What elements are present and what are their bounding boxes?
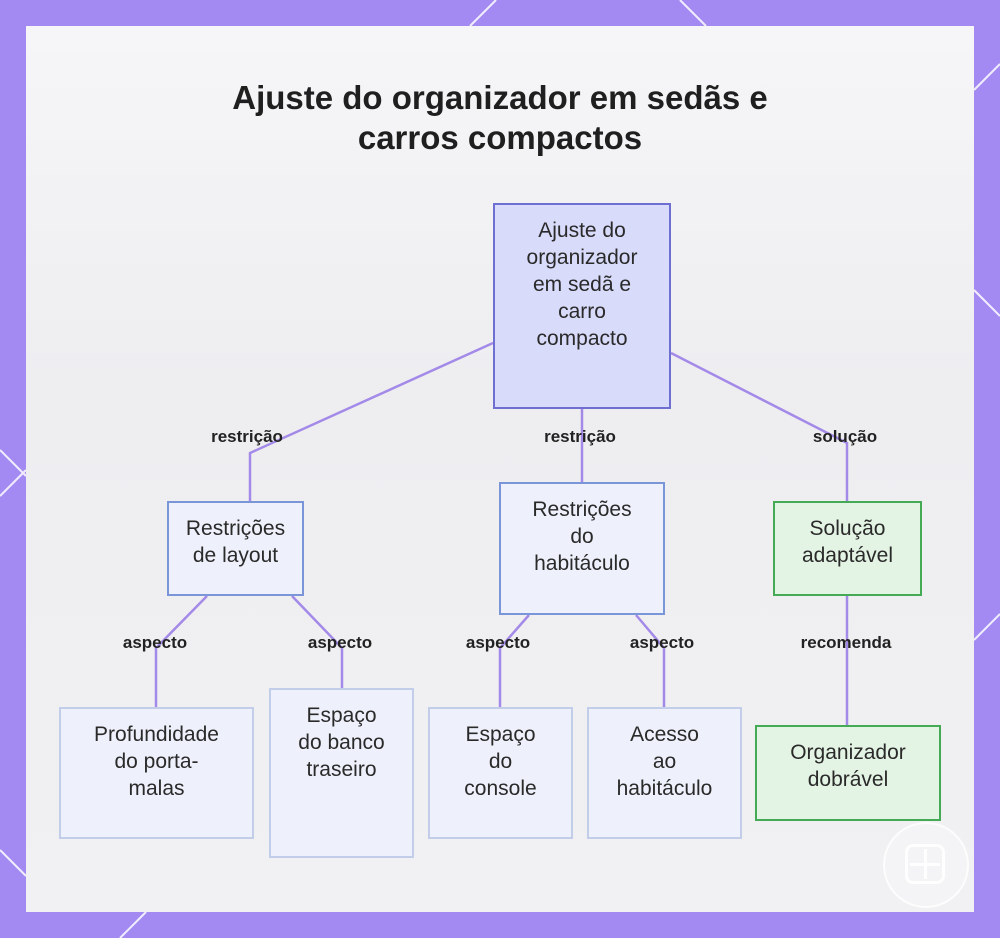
- grid-icon: [905, 844, 945, 884]
- node-text: traseiro: [306, 758, 377, 781]
- node-text: organizador: [526, 246, 638, 269]
- node-espaco-console: Espaço do console: [428, 707, 573, 839]
- edge-habitaculo-acesso: [635, 614, 666, 707]
- node-text: Profundidade: [94, 723, 219, 746]
- edges: [154, 341, 849, 725]
- edge-layout-banco: [291, 595, 344, 688]
- edge-label-habitaculo-acesso: aspecto: [629, 633, 695, 652]
- node-organizador-dobravel: Organizador dobrável: [755, 725, 941, 821]
- edge-label-solucao-dobravel: recomenda: [800, 633, 892, 652]
- node-ajuste-organizador: Ajuste do organizador em sedã e carro co…: [493, 203, 671, 409]
- edge-habitaculo-console: [498, 614, 530, 707]
- node-text: compacto: [536, 327, 628, 350]
- edge-label-layout-banco: aspecto: [307, 633, 373, 652]
- node-solucao-adaptavel: Solução adaptável: [773, 501, 922, 596]
- node-text: Organizador: [790, 741, 906, 764]
- edge-label-root-solucao: solução: [812, 427, 878, 446]
- node-text: em sedã e: [532, 273, 632, 296]
- edge-label-root-habitaculo: restrição: [544, 427, 616, 446]
- node-profundidade-porta-malas: Profundidade do porta- malas: [59, 707, 254, 839]
- node-text: Ajuste do: [538, 219, 626, 242]
- node-text: Restrições: [532, 498, 632, 521]
- node-text: malas: [128, 777, 185, 800]
- edge-label-root-layout: restrição: [211, 427, 283, 446]
- edge-root-layout: [248, 341, 494, 501]
- node-text: Acesso: [630, 723, 699, 746]
- node-text: habitáculo: [616, 777, 713, 800]
- title-line-1: Ajuste do organizador em sedãs e: [232, 79, 768, 116]
- node-text: Restrições: [185, 517, 286, 540]
- node-restricoes-layout: Restrições de layout: [167, 501, 304, 596]
- edge-root-solucao: [670, 351, 849, 501]
- node-text: do: [488, 750, 513, 773]
- node-text: dobrável: [807, 768, 889, 791]
- node-text: Espaço: [306, 704, 377, 727]
- edge-label-layout-profundidade: aspecto: [122, 633, 188, 652]
- diagram-panel: Ajuste do organizador em sedãs e carros …: [26, 26, 974, 912]
- node-restricoes-habitaculo: Restrições do habitáculo: [499, 482, 665, 615]
- node-text: do: [570, 525, 594, 548]
- node-text: do banco: [298, 731, 385, 754]
- node-text: ao: [652, 750, 677, 773]
- node-text: de layout: [192, 544, 279, 567]
- node-text: habitáculo: [534, 552, 630, 575]
- node-text: carro: [558, 300, 606, 323]
- edge-label-habitaculo-console: aspecto: [465, 633, 531, 652]
- edge-layout-profundidade: [154, 595, 208, 707]
- title-line-2: carros compactos: [357, 119, 643, 156]
- node-text: Espaço: [465, 723, 536, 746]
- node-text: Solução: [809, 517, 886, 540]
- logo-badge-icon: [883, 822, 969, 908]
- node-text: console: [464, 777, 537, 800]
- diagram-title: Ajuste do organizador em sedãs e carros …: [26, 78, 974, 158]
- node-espaco-banco-traseiro: Espaço do banco traseiro: [269, 688, 414, 858]
- node-acesso-habitaculo: Acesso ao habitáculo: [587, 707, 742, 839]
- node-text: do porta-: [114, 750, 199, 773]
- node-text: adaptável: [801, 544, 894, 567]
